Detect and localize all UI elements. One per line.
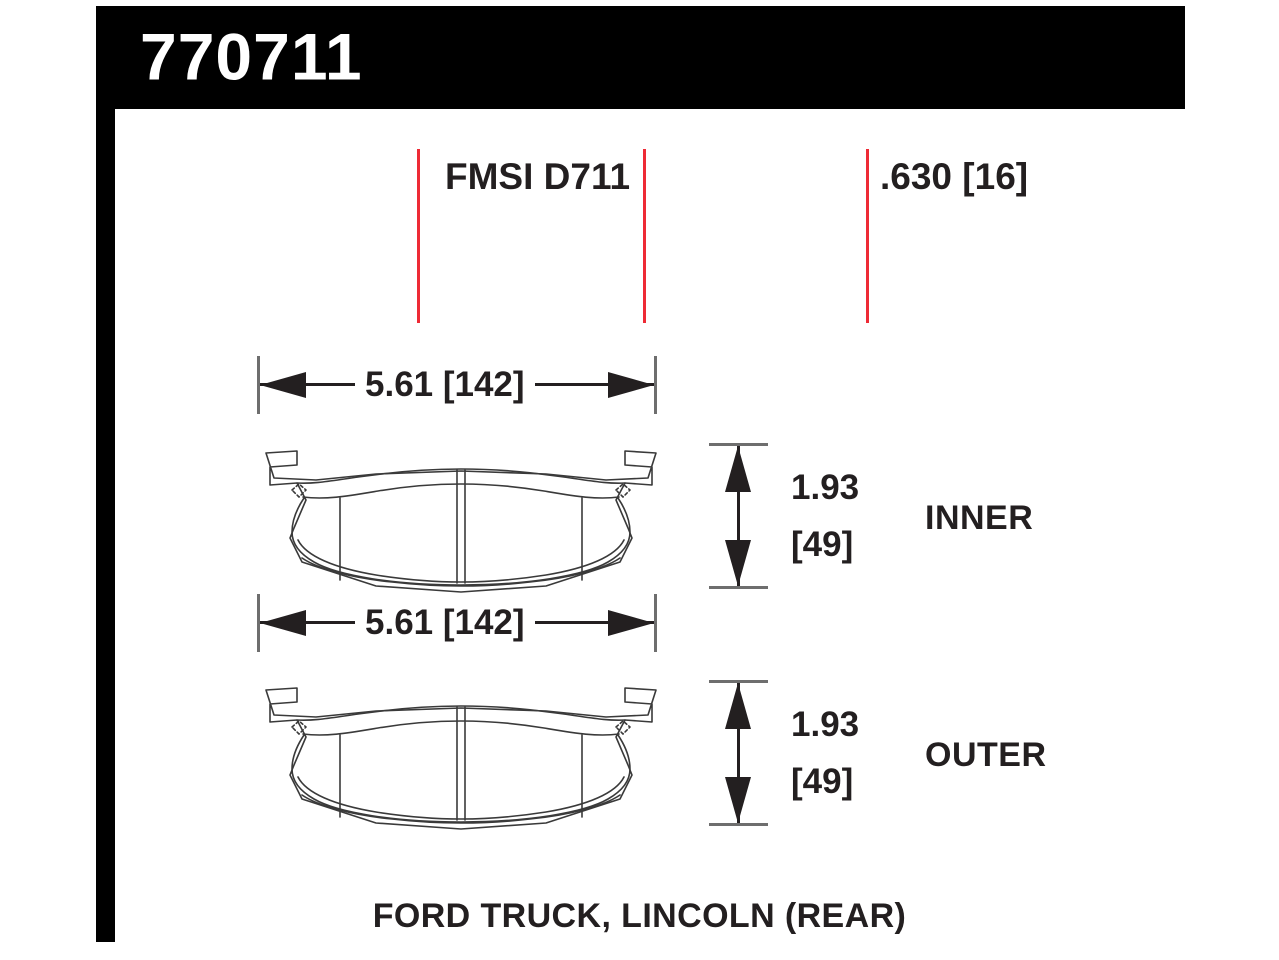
extension-tick-left bbox=[257, 594, 260, 652]
extension-tick-right bbox=[654, 594, 657, 652]
pad-side-label-inner: INNER bbox=[925, 499, 1034, 537]
fmsi-label: FMSI D711 bbox=[445, 156, 631, 197]
dimension-line bbox=[737, 446, 740, 586]
width-dimension-text: 5.61 [142] bbox=[355, 605, 535, 640]
arrow-down-icon bbox=[725, 540, 751, 586]
brake-pad-inner bbox=[256, 440, 666, 600]
height-value: 1.93 bbox=[791, 705, 860, 744]
extension-tick-bottom bbox=[709, 586, 768, 589]
extension-tick-bottom bbox=[709, 823, 768, 826]
extension-tick-right bbox=[654, 356, 657, 414]
arrow-left-icon bbox=[260, 610, 306, 636]
pad-side-label-outer: OUTER bbox=[925, 736, 1047, 774]
guide-line-right bbox=[866, 149, 869, 323]
extension-tick-left bbox=[257, 356, 260, 414]
arrow-right-icon bbox=[608, 372, 654, 398]
guide-line-left bbox=[417, 149, 420, 323]
arrow-down-icon bbox=[725, 777, 751, 823]
height-value: 1.93 bbox=[791, 468, 860, 507]
extension-tick-top bbox=[709, 443, 768, 446]
height-metric: [49] bbox=[791, 525, 854, 564]
thickness-label: .630 [16] bbox=[880, 156, 1029, 197]
header-bar: 770711 bbox=[96, 6, 1185, 109]
arrow-up-icon bbox=[725, 683, 751, 729]
height-metric: [49] bbox=[791, 762, 854, 801]
brake-pad-outer bbox=[256, 677, 666, 837]
extension-tick-top bbox=[709, 680, 768, 683]
part-number: 770711 bbox=[140, 19, 363, 94]
dimension-line bbox=[737, 683, 740, 823]
guide-line-middle bbox=[643, 149, 646, 323]
left-border-rail bbox=[96, 109, 115, 942]
application-caption: FORD TRUCK, LINCOLN (REAR) bbox=[372, 897, 907, 935]
arrow-left-icon bbox=[260, 372, 306, 398]
width-dimension-text: 5.61 [142] bbox=[355, 367, 535, 402]
arrow-up-icon bbox=[725, 446, 751, 492]
arrow-right-icon bbox=[608, 610, 654, 636]
